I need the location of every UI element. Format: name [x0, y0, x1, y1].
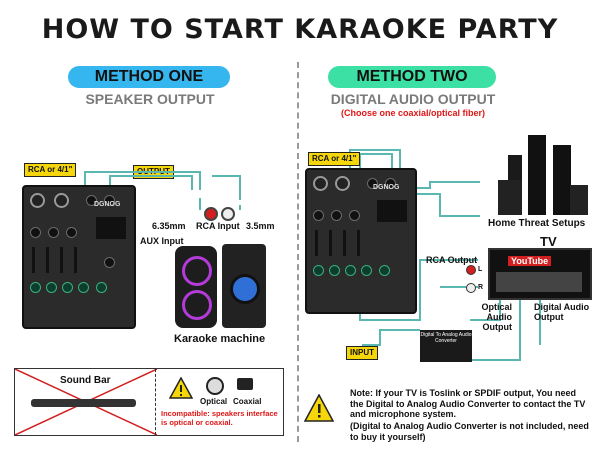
method-one-badge: METHOD ONE [68, 66, 230, 88]
rca-tag: RCA or 4/1" [24, 163, 77, 177]
optical-output-label: Optical Audio Output [481, 302, 512, 332]
incompatible-note: Incompatible: speakers interface is opti… [161, 409, 278, 427]
jack-6-35mm-label: 6.35mm [152, 221, 186, 231]
rca-white-jack [221, 207, 235, 221]
r-label: R [478, 284, 484, 291]
method-two-badge: METHOD TWO [328, 66, 496, 88]
audio-mixer: DGNOG [22, 185, 136, 329]
method-two-subtitle: DIGITAL AUDIO OUTPUT [330, 91, 496, 107]
page-title: HOW TO START KARAOKE PARTY [41, 14, 559, 45]
audio-mixer-2: DGNOG [305, 168, 417, 314]
converter-note-2: (Digital to Analog Audio Converter is no… [350, 421, 589, 442]
method-one-subtitle: SPEAKER OUTPUT [85, 91, 215, 107]
warning-icon-2 [304, 394, 334, 422]
incompatible-box: Sound Bar Optical Coaxial Incompatible: … [14, 368, 284, 436]
aux-input-label: AUX Input [140, 236, 184, 246]
tv-rca-white [466, 283, 476, 293]
section-divider [297, 62, 299, 442]
rca-input-label: RCA Input [196, 221, 240, 231]
tv-screen: YouTube [488, 248, 592, 300]
optical-label: Optical [200, 397, 228, 406]
tower-speaker [222, 244, 266, 328]
tv-rca-red [466, 265, 476, 275]
digital-output-label: Digital Audio Output [534, 302, 590, 322]
soundbar-image [31, 399, 136, 407]
display-screen [96, 217, 126, 239]
device-label: Karaoke machine [174, 333, 266, 345]
soundbar-label: Sound Bar [60, 375, 111, 386]
rca-tag-2: RCA or 4/1" [308, 152, 361, 166]
tv-app-label: YouTube [508, 256, 552, 266]
party-speaker [175, 246, 217, 328]
method-two-note: (Choose one coaxial/optical fiber) [340, 108, 486, 118]
converter-label: Digital To Analog Audio Converter [420, 332, 472, 344]
home-theater-label: Home Threat Setups [488, 218, 586, 229]
mixer-brand-2: DGNOG [373, 184, 400, 191]
rca-output-label: RCA Output [426, 255, 478, 265]
mixer-brand: DGNOG [94, 201, 121, 208]
home-theater-image [498, 135, 588, 215]
tv-label: TV [540, 234, 557, 249]
converter-box: Digital To Analog Audio Converter [420, 330, 472, 362]
jack-3-5mm-label: 3.5mm [246, 221, 275, 231]
display-screen-2 [377, 200, 407, 222]
input-tag: INPUT [346, 346, 378, 360]
warning-icon [169, 377, 193, 399]
l-label: L [478, 266, 483, 273]
coaxial-icon [237, 378, 253, 390]
rca-red-jack [204, 207, 218, 221]
coaxial-label: Coaxial [233, 397, 262, 406]
converter-note: Note: If your TV is Toslink or SPDIF out… [350, 388, 586, 419]
optical-icon [206, 377, 224, 395]
